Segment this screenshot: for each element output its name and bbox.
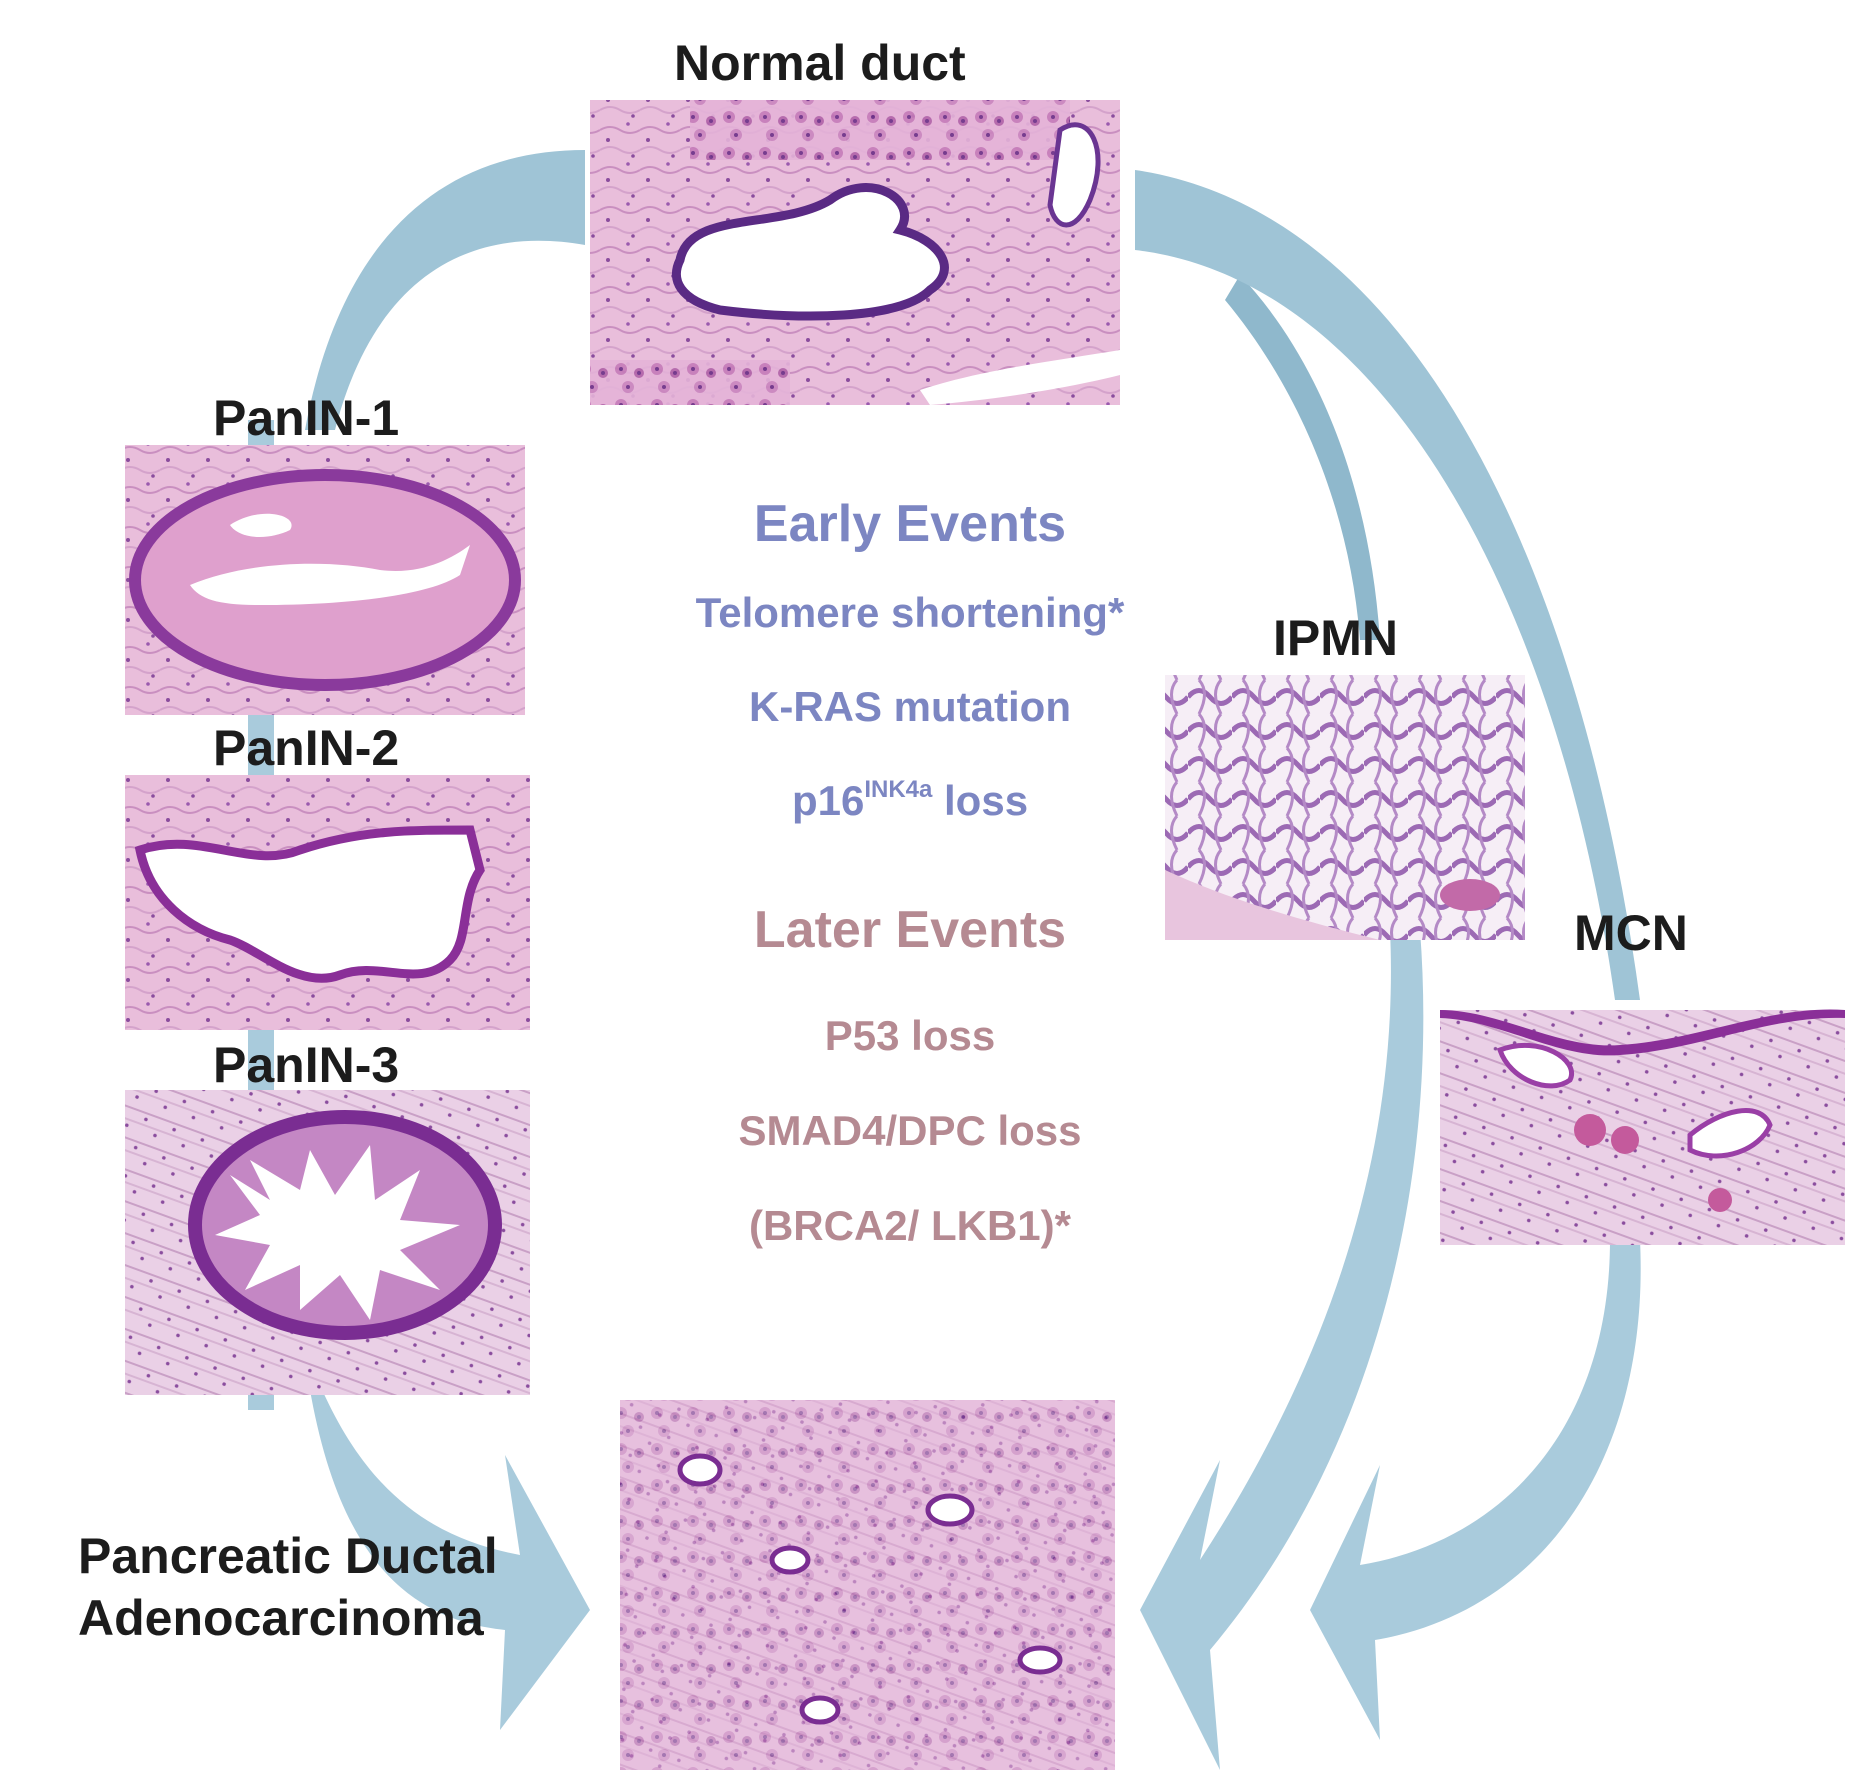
later-event-p53: P53 loss [824,1012,996,1059]
later-events-heading: Later Events [753,901,1067,959]
panin3-label: PanIN-3 [213,1037,400,1093]
panin3-histology [125,1090,530,1395]
later-event-smad4: SMAD4/DPC loss [738,1107,1082,1154]
p16-suffix: loss [932,777,1029,824]
pdac-label-line2: Adenocarcinoma [78,1590,484,1646]
pdac-label: Pancreatic Ductal Adenocarcinoma [78,1525,498,1649]
mcn-histology [1440,1009,1845,1245]
ipmn-histology [1165,675,1525,940]
normal-duct-label: Normal duct [674,35,966,91]
ipmn-label: IPMN [1273,610,1398,666]
p16-prefix: p16 [791,777,865,824]
normal-duct-histology [590,100,1120,405]
pdac-histology [620,1400,1115,1770]
arrow-normal-to-panin [305,150,585,430]
panin1-histology [125,445,525,715]
panin2-histology [125,775,530,1030]
arrow-mcn-to-pdac [1310,1240,1641,1740]
arrow-normal-to-ipmn [1225,275,1380,640]
arrow-normal-to-mcn [1135,170,1640,1000]
panin1-label: PanIN-1 [213,390,400,446]
mcn-label: MCN [1574,905,1688,961]
early-events-heading: Early Events [753,495,1067,553]
early-event-telomere: Telomere shortening* [695,589,1125,636]
early-event-p16: p16INK4a loss [560,777,1260,824]
arrow-ipmn-to-pdac [1140,930,1424,1770]
arrow-panin3-to-pdac [310,1385,590,1730]
later-event-brca2: (BRCA2/ LKB1)* [748,1202,1071,1249]
p16-superscript: INK4a [864,776,933,803]
pdac-label-line1: Pancreatic Ductal [78,1528,498,1584]
panin2-label: PanIN-2 [213,720,400,776]
early-event-kras: K-RAS mutation [749,683,1071,730]
